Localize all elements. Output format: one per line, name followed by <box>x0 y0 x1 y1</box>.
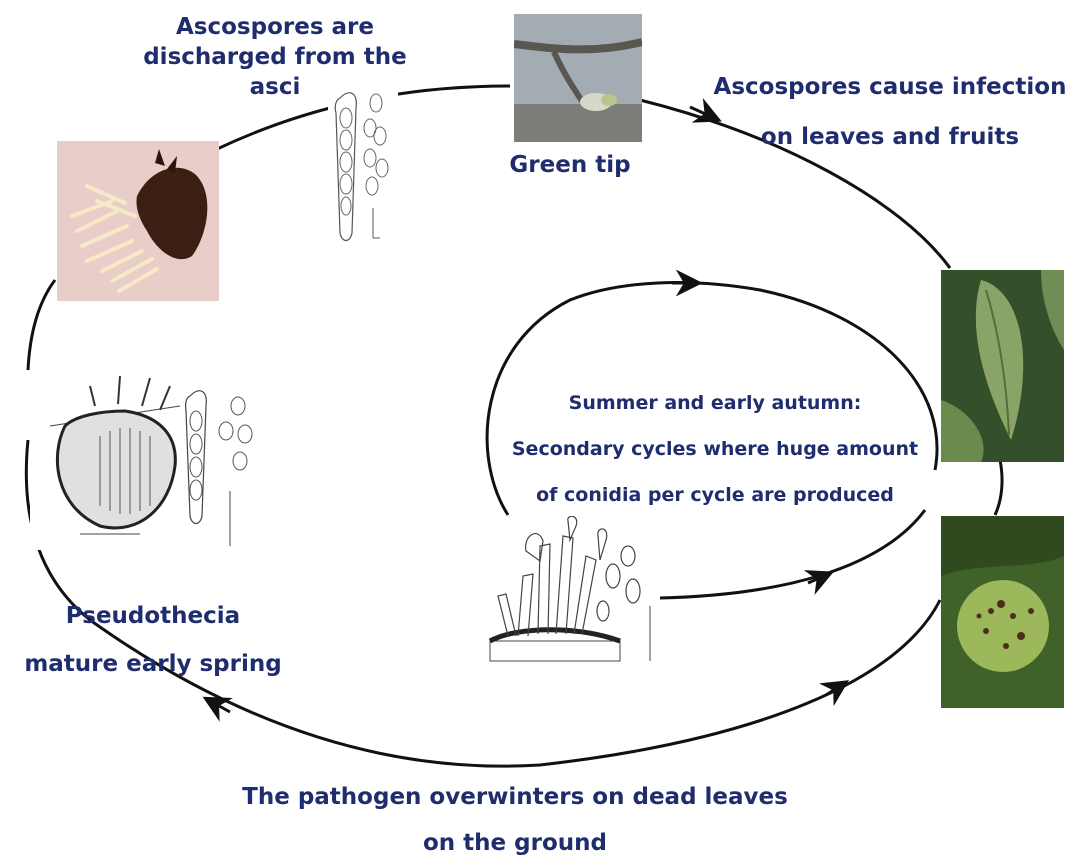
pseudothecium-drawing <box>30 366 270 550</box>
label-line: discharged from the <box>130 42 420 72</box>
label-line: The pathogen overwinters on dead leaves <box>220 774 810 820</box>
infected-fruit-photo <box>941 516 1064 708</box>
label-line: Green tip <box>490 150 650 180</box>
label-green-tip: Green tip <box>490 150 650 180</box>
label-pseudothecia: Pseudothecia mature early spring <box>18 592 288 688</box>
outer-cycle-path-left <box>28 280 55 370</box>
label-line: on the ground <box>220 820 810 866</box>
label-line: mature early spring <box>18 640 288 688</box>
label-line: Secondary cycles where huge amount <box>480 426 950 472</box>
label-line: Pseudothecia <box>18 592 288 640</box>
label-ascospores-discharged: Ascospores are discharged from the asci <box>130 12 420 102</box>
label-secondary-cycles: Summer and early autumn: Secondary cycle… <box>480 380 950 518</box>
label-line: asci <box>130 72 420 102</box>
green-tip-photo <box>514 14 642 142</box>
label-line: Ascospores are <box>130 12 420 42</box>
inner-cycle-path-bottom <box>660 510 925 598</box>
label-ascospores-infection: Ascospores cause infection on leaves and… <box>705 62 1075 162</box>
arrow-bottom-left <box>212 702 230 712</box>
label-line: Ascospores cause infection <box>705 62 1075 112</box>
ascus-drawing <box>328 88 398 248</box>
label-line: on leaves and fruits <box>705 112 1075 162</box>
label-line: Summer and early autumn: <box>480 380 950 426</box>
conidiophore-drawing <box>478 516 658 674</box>
label-line: of conidia per cycle are produced <box>480 472 950 518</box>
ascus-micrograph <box>57 141 219 301</box>
label-overwinters: The pathogen overwinters on dead leaves … <box>220 774 810 866</box>
outer-cycle-path-right-mid <box>995 460 1002 515</box>
infected-leaf-photo <box>941 270 1064 462</box>
